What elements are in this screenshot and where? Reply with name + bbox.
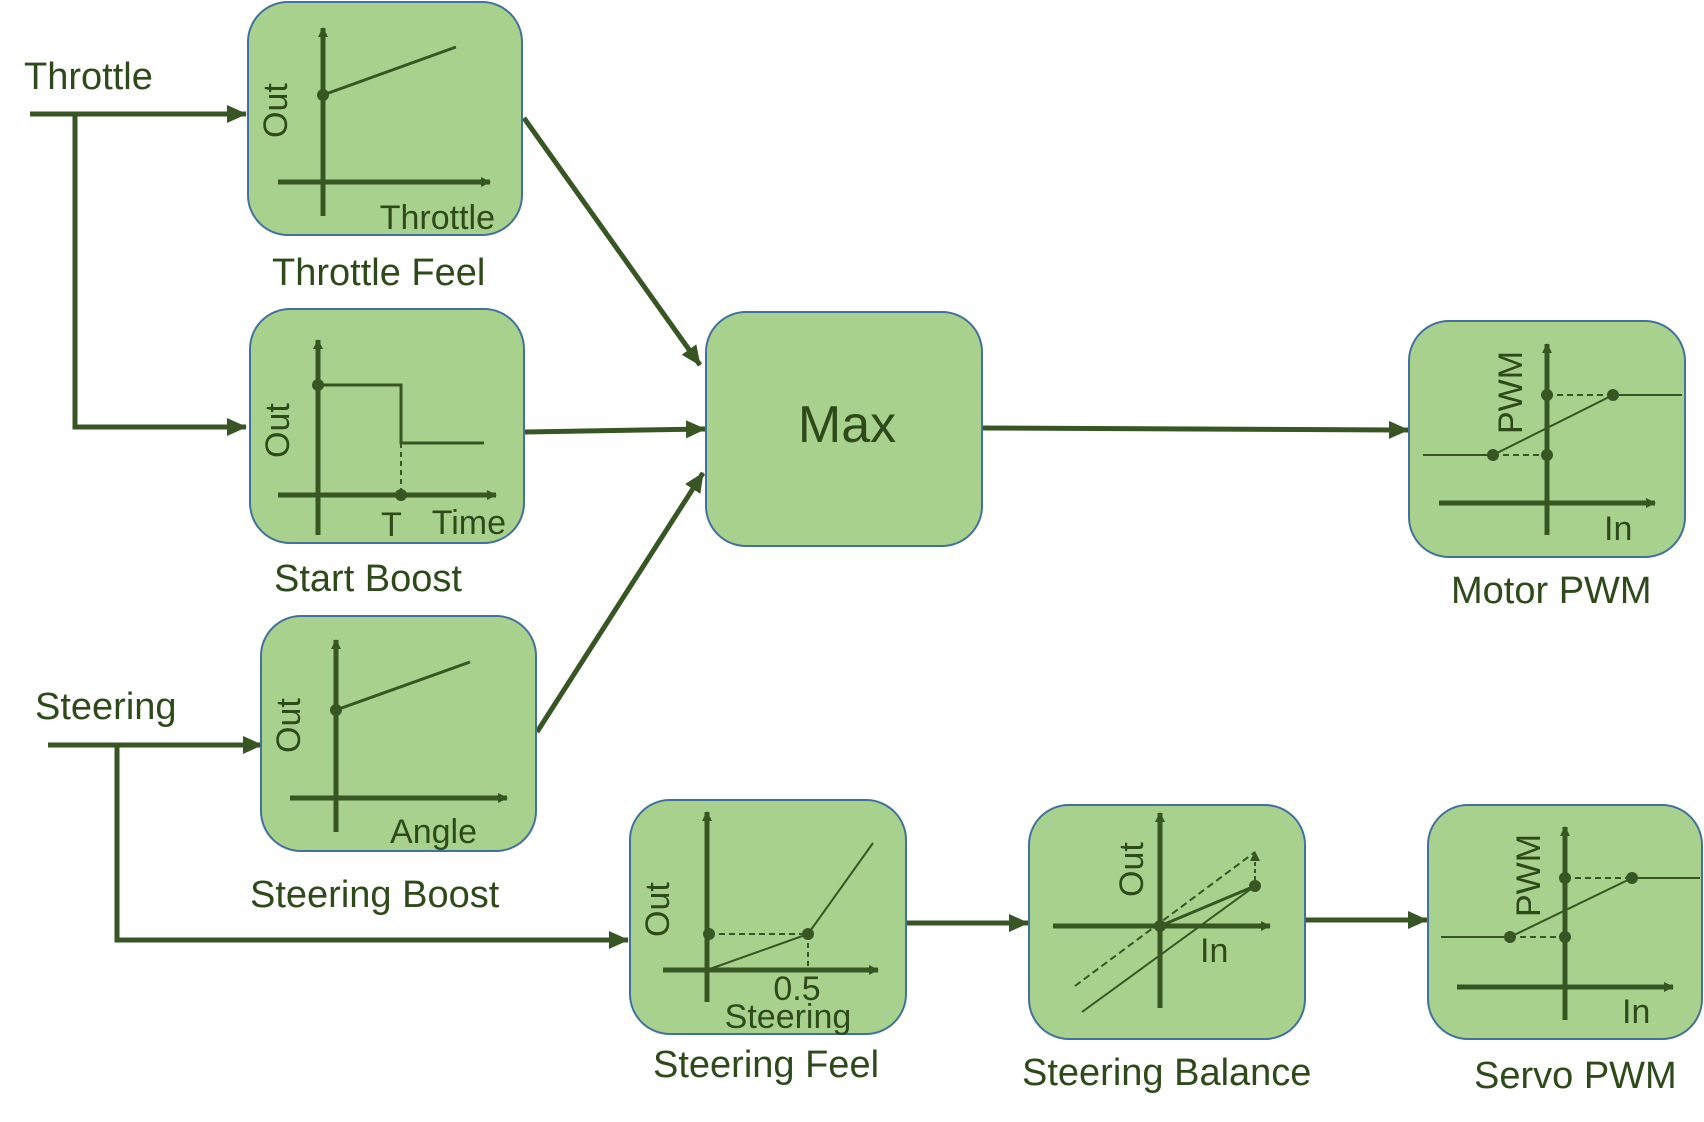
steering-boost-x-label: Angle bbox=[390, 813, 477, 851]
servo-pwm-x-label: In bbox=[1622, 993, 1650, 1031]
steering-feel-y-label: Out bbox=[639, 882, 677, 937]
steering-feel-x-label: Steering bbox=[725, 998, 852, 1036]
steering-boost-box bbox=[260, 615, 537, 852]
motor-pwm-curve bbox=[1423, 394, 1682, 456]
steering-balance-x-label: In bbox=[1200, 932, 1228, 970]
steering-balance-y-label: Out bbox=[1113, 842, 1151, 897]
motor-pwm-x-label: In bbox=[1604, 510, 1632, 548]
steering-boost-block: Out Angle Steering Boost bbox=[250, 615, 537, 916]
steering-feel-block: Out 0.5 Steering Steering Feel bbox=[629, 799, 907, 1086]
throttle-feel-box bbox=[247, 1, 523, 236]
servo-pwm-y-label: PWM bbox=[1510, 834, 1548, 917]
steering-balance-base-line bbox=[1081, 885, 1256, 1013]
max-label: Max bbox=[798, 396, 896, 454]
max-to-motor-pwm-arrow bbox=[981, 420, 1409, 439]
throttle-input-label: Throttle bbox=[24, 56, 153, 98]
max-box bbox=[705, 311, 983, 547]
throttle-feel-curve bbox=[322, 45, 457, 97]
servo-pwm-block: PWM In Servo PWM bbox=[1427, 804, 1703, 1097]
throttle-to-start-boost-arrow bbox=[72, 114, 247, 436]
steering-feel-marker-label: 0.5 bbox=[773, 970, 820, 1008]
steering-balance-title: Steering Balance bbox=[1022, 1052, 1311, 1094]
throttle-feel-title: Throttle Feel bbox=[272, 252, 485, 294]
connections bbox=[30, 105, 1428, 949]
steering-boost-title: Steering Boost bbox=[250, 874, 500, 916]
motor-pwm-title: Motor PWM bbox=[1451, 570, 1652, 612]
steering-boost-y-label: Out bbox=[270, 698, 308, 753]
throttle-feel-y-label: Out bbox=[257, 83, 295, 138]
steering-boost-to-max-arrow bbox=[534, 471, 706, 734]
steering-boost-curve bbox=[335, 660, 471, 712]
servo-pwm-curve bbox=[1441, 877, 1700, 938]
start-boost-marker-label: T bbox=[381, 506, 402, 544]
start-boost-title: Start Boost bbox=[274, 558, 462, 600]
servo-pwm-title: Servo PWM bbox=[1474, 1055, 1677, 1097]
steering-feel-title: Steering Feel bbox=[653, 1044, 879, 1086]
steering-balance-dashed-line bbox=[1074, 851, 1256, 987]
throttle-feel-to-max-arrow bbox=[521, 116, 703, 367]
throttle-feel-block: Out Throttle Throttle Feel bbox=[247, 1, 523, 294]
start-boost-x-label: Time bbox=[432, 504, 506, 542]
steering-balance-curve bbox=[1159, 884, 1256, 928]
steering-balance-block: Out In Steering Balance bbox=[1022, 804, 1311, 1094]
motor-pwm-block: PWM In Motor PWM bbox=[1408, 320, 1686, 612]
steering-to-steering-feel-arrow bbox=[114, 745, 629, 949]
steering-feel-box bbox=[629, 799, 907, 1035]
max-block: Max bbox=[705, 311, 983, 547]
start-boost-to-max-arrow bbox=[524, 420, 706, 439]
motor-pwm-y-label: PWM bbox=[1492, 351, 1530, 434]
steering-input-label: Steering bbox=[35, 686, 177, 728]
start-boost-curve bbox=[318, 383, 484, 445]
start-boost-y-label: Out bbox=[259, 403, 297, 458]
throttle-feel-x-label: Throttle bbox=[380, 199, 495, 237]
start-boost-block: Out T Time Start Boost bbox=[249, 308, 525, 600]
